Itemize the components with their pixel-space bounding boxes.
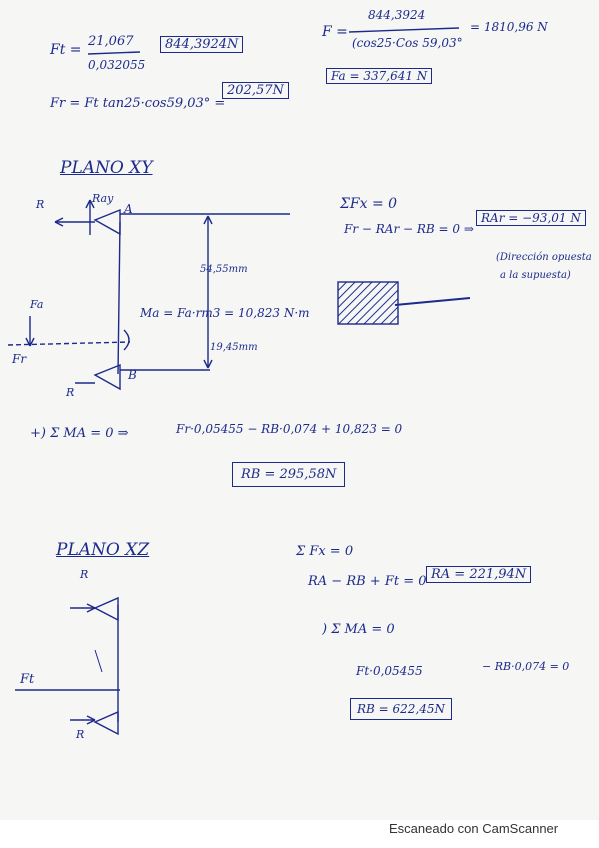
scanner-watermark: Escaneado con CamScanner — [389, 821, 559, 836]
fr-result: 202,57N — [222, 82, 289, 99]
fa-result: Fa = 337,641 N — [326, 68, 433, 84]
plano-xy-title: PLANO XY — [60, 158, 153, 178]
xy-eq-fx: Fr − RAr − RB = 0 ⇒ — [344, 222, 474, 236]
xz-eq-ma-2: − RB·0,074 = 0 — [482, 660, 570, 673]
fr-equation: Fr = Ft tan25·cos59,03° = — [50, 96, 226, 111]
ft-fraction-bar — [87, 51, 141, 55]
rax-result: RAr = −93,01 N — [476, 210, 586, 226]
f-result: = 1810,96 N — [470, 20, 548, 34]
bearing-b-xz — [93, 710, 119, 736]
rb-xy-result: RB = 295,58N — [232, 462, 346, 487]
ft-numerator: 21,067 — [88, 34, 134, 49]
moment-arc — [123, 329, 130, 351]
bearing-b — [93, 363, 121, 391]
dimension-top: 54,55mm — [200, 264, 248, 275]
xy-sum-ma-equation: Fr·0,05455 − RB·0,074 + 10,823 = 0 — [176, 422, 403, 436]
fa-label: Fa — [30, 298, 44, 311]
dimension-bottom: 19,45mm — [210, 342, 258, 353]
bearing-a — [93, 208, 121, 236]
plano-xz-title: PLANO XZ — [56, 540, 150, 560]
direction-note-1: (Dirección opuesta — [496, 252, 592, 263]
shaft-line — [117, 221, 121, 375]
xz-eq-ma-1: Ft·0,05455 — [356, 664, 423, 678]
scanned-page: Ft = 21,067 0,032055 844,3924N Fr = Ft t… — [0, 0, 599, 820]
ra-xz-result: RA = 221,94N — [426, 566, 532, 583]
fr-line — [7, 341, 131, 346]
rb-label: R — [66, 386, 75, 399]
xy-sum-ma-label: +) Σ MA = 0 ⇒ — [30, 426, 129, 441]
bearing-a-xz — [93, 596, 119, 622]
xz-sum-ma: ) Σ MA = 0 — [322, 622, 395, 637]
rha-label: R — [36, 198, 45, 211]
xz-eq-fx: RA − RB + Ft = 0 — [308, 574, 427, 589]
crossed-out-block — [337, 281, 399, 325]
ft-label: Ft = — [50, 42, 82, 58]
direction-note-2: a la supuesta) — [500, 270, 571, 281]
ft-result: 844,3924N — [160, 36, 244, 53]
fr-label: Fr — [12, 352, 27, 366]
f-fraction-bar — [348, 27, 460, 33]
point-b-label: B — [128, 368, 137, 382]
f-denominator: (cos25·Cos 59,03° — [352, 36, 463, 50]
rb-xz-label: R — [76, 728, 85, 741]
f-numerator: 844,3924 — [368, 8, 426, 22]
f-label: F = — [322, 24, 348, 40]
ft-xz-label: Ft — [20, 672, 35, 687]
xz-sum-fx: Σ Fx = 0 — [296, 544, 354, 559]
sketch-drawings — [7, 27, 471, 736]
point-a-label: A — [124, 202, 133, 216]
ray-label: Ray — [92, 192, 114, 205]
moment-equation: Ma = Fa·rm3 = 10,823 N·m — [140, 306, 310, 320]
xy-sum-fx: ΣFx = 0 — [340, 196, 398, 212]
rb-xz-result: RB = 622,45N — [350, 698, 453, 720]
ft-denominator: 0,032055 — [88, 58, 146, 72]
ra-xz-label: R — [80, 568, 89, 581]
